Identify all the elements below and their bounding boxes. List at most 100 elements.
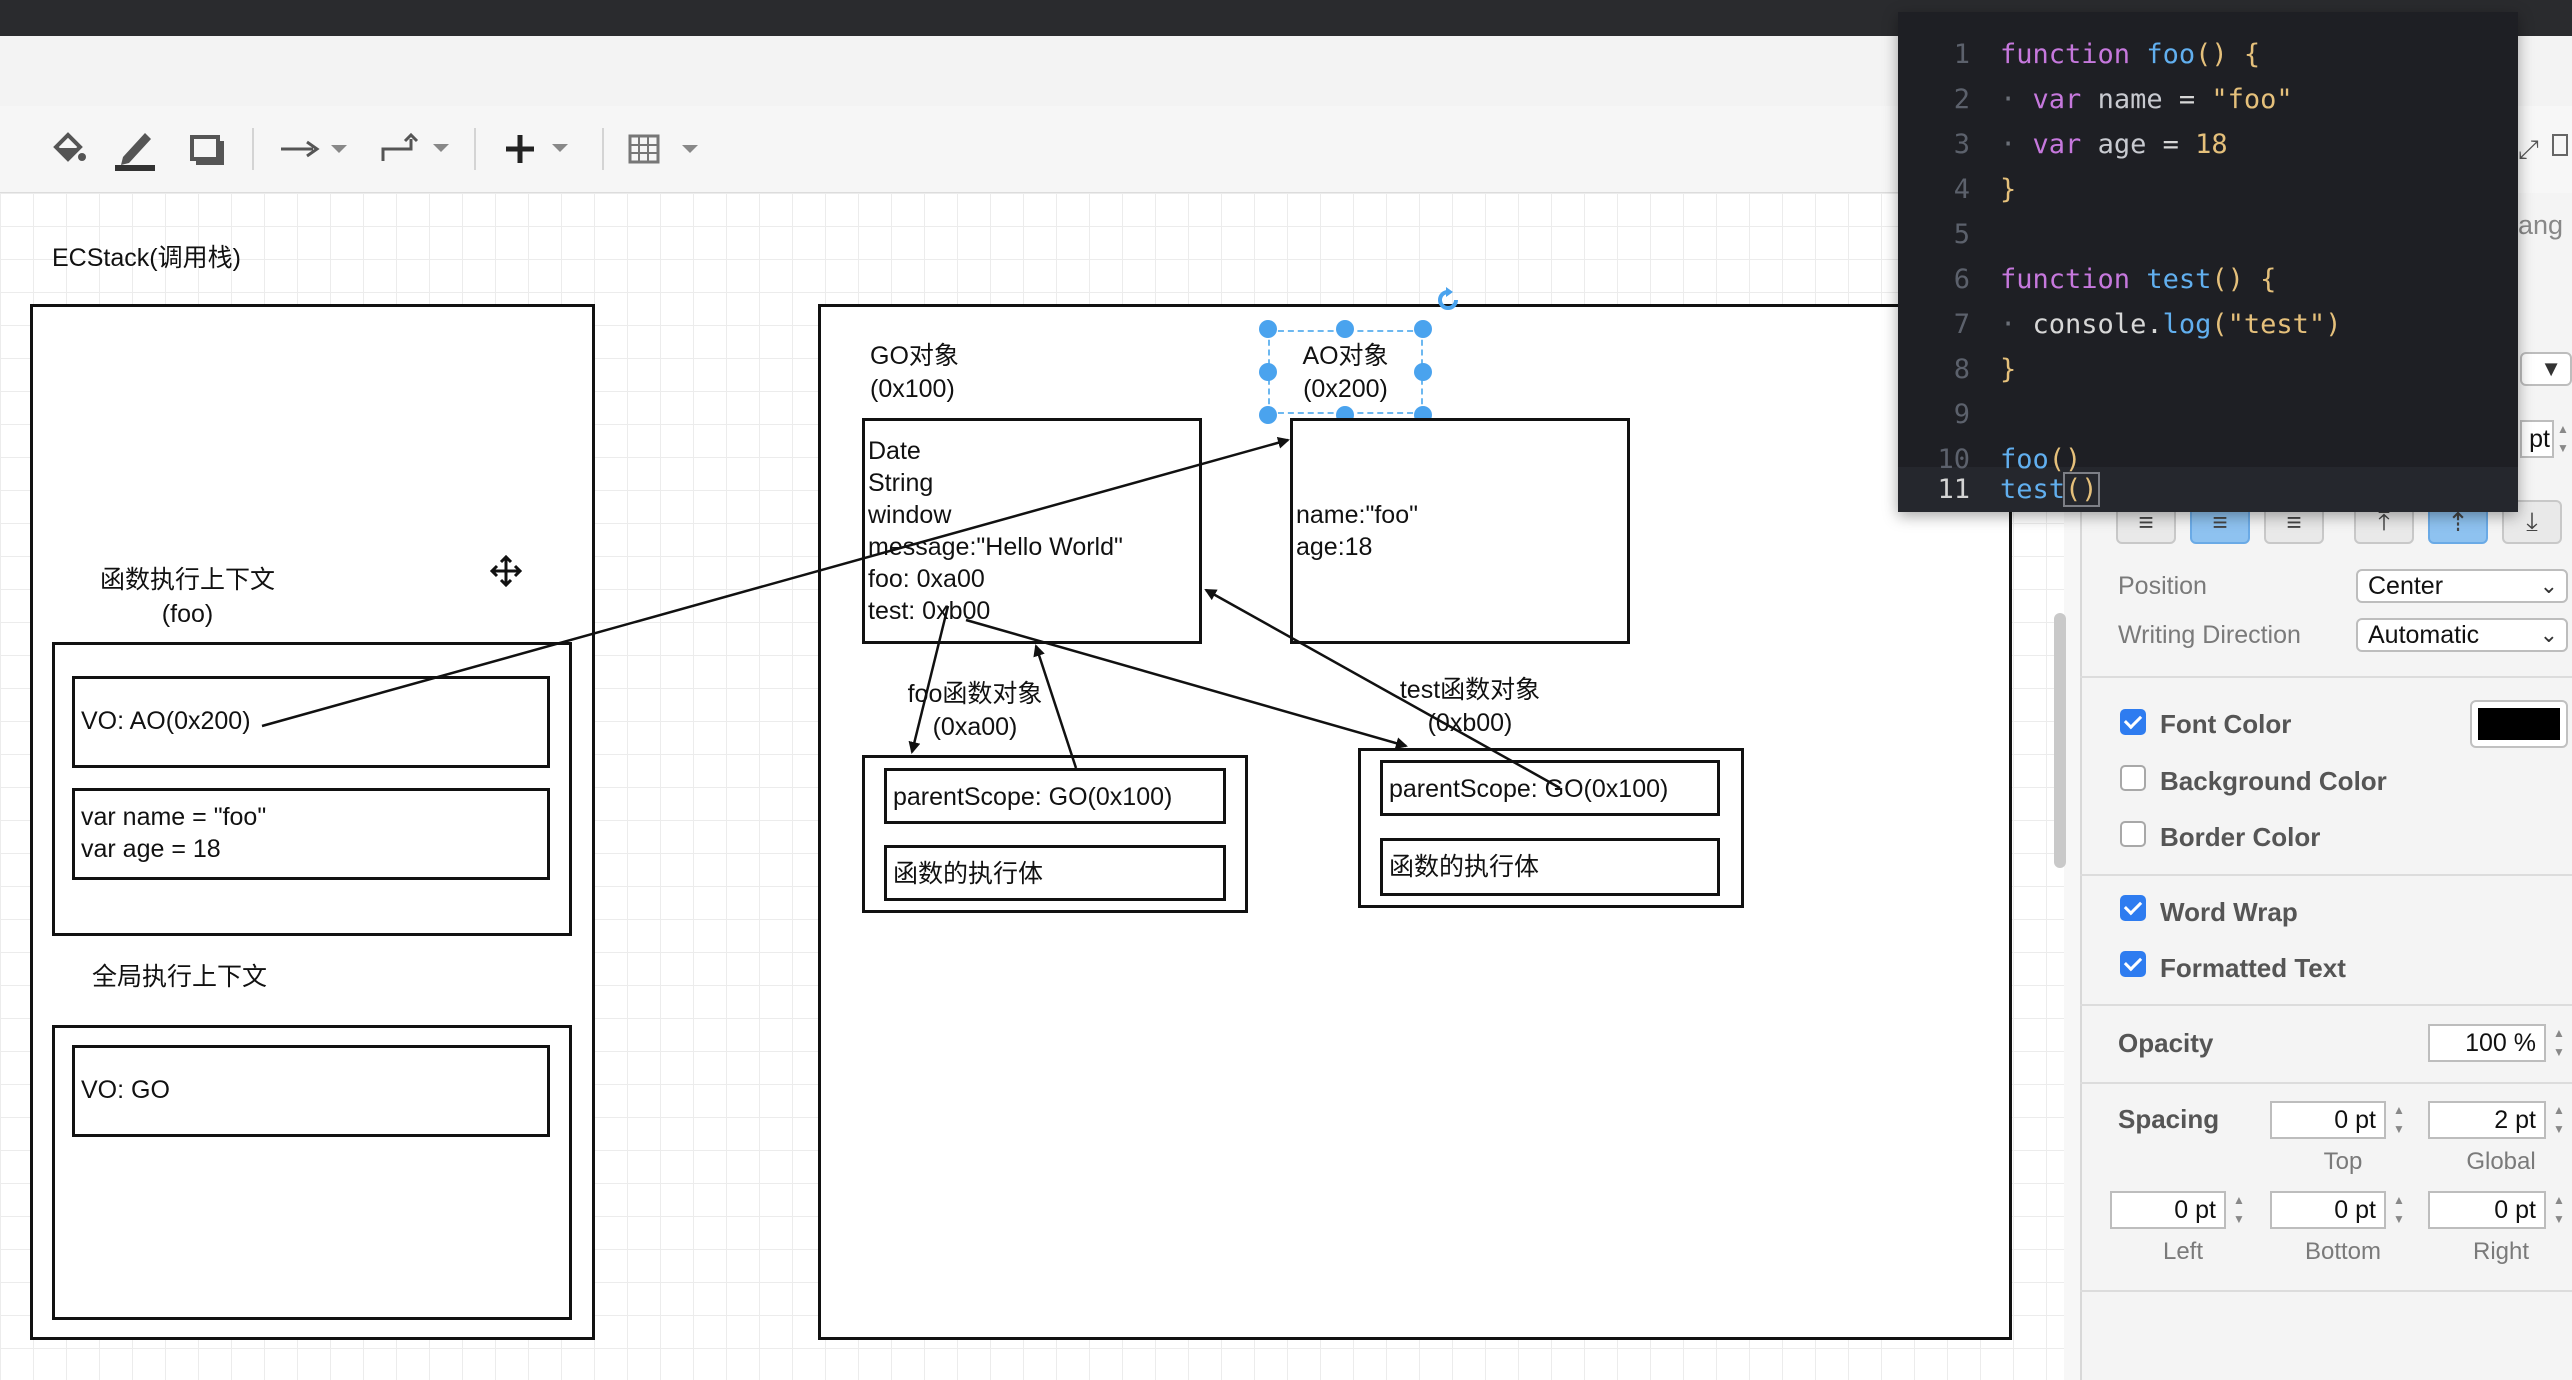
font-color-checkbox[interactable] — [2120, 709, 2146, 735]
go-member: test: 0xb00 — [868, 597, 991, 625]
spacing-bottom-input[interactable]: 0 pt — [2270, 1191, 2386, 1229]
writing-direction-select[interactable]: Automatic⌄ — [2356, 618, 2568, 652]
go-object-title-line2: (0x100) — [870, 375, 955, 403]
font-size-partial[interactable]: pt — [2520, 420, 2554, 458]
line-number: 3 — [1953, 129, 1970, 160]
line-number: 9 — [1953, 399, 1970, 430]
test-function-title[interactable]: test函数对象 (0xb00) — [1380, 674, 1560, 740]
waypoints-icon[interactable] — [378, 126, 452, 172]
spacing-right-stepper[interactable]: ▲▼ — [2553, 1193, 2565, 1226]
panel-divider — [2080, 874, 2572, 876]
ao-object-box[interactable]: name:"foo" age:18 — [1290, 418, 1630, 644]
align-bottom-button[interactable]: ⤓ — [2502, 500, 2562, 544]
spacing-top-stepper[interactable]: ▲▼ — [2393, 1103, 2405, 1136]
code-text: test() — [2000, 472, 2100, 507]
font-color-swatch-button[interactable] — [2470, 700, 2568, 748]
panel-divider — [2080, 1290, 2572, 1292]
global-context-label[interactable]: 全局执行上下文 — [92, 963, 268, 991]
foo-function-title[interactable]: foo函数对象 (0xa00) — [880, 678, 1070, 744]
opacity-label: Opacity — [2118, 1028, 2214, 1058]
test-body-box[interactable]: 函数的执行体 — [1380, 838, 1720, 896]
spacing-top-input[interactable]: 0 pt — [2270, 1101, 2386, 1139]
ao-member: age:18 — [1296, 533, 1373, 561]
foo-parent-scope-box[interactable]: parentScope: GO(0x100) — [884, 768, 1226, 824]
test-body-text: 函数的执行体 — [1389, 853, 1540, 881]
toolbar — [0, 106, 2100, 193]
line-number: 2 — [1953, 84, 1970, 115]
ecstack-title[interactable]: ECStack(调用栈) — [52, 244, 241, 272]
ao-object-title-line2: (0x200) — [1303, 375, 1388, 403]
ao-object-title[interactable]: AO对象 (0x200) — [1268, 340, 1423, 406]
opacity-input[interactable]: 100 % — [2428, 1024, 2546, 1062]
line-number: 11 — [1937, 474, 1970, 505]
line-color-icon[interactable] — [110, 126, 160, 172]
position-select-value: Center — [2368, 572, 2444, 600]
font-select-partial[interactable]: ▼ — [2520, 352, 2572, 386]
foo-vars-box[interactable]: var name = "foo" var age = 18 — [72, 788, 550, 880]
toolbar-separator — [252, 128, 254, 170]
fill-color-icon[interactable] — [46, 126, 90, 172]
canvas-scrollbar[interactable] — [2054, 613, 2066, 868]
border-color-checkbox[interactable] — [2120, 821, 2146, 847]
resize-handle[interactable] — [1259, 320, 1277, 338]
go-member: window — [868, 501, 952, 529]
position-label: Position — [2118, 572, 2207, 600]
var-age-line: var age = 18 — [81, 835, 221, 863]
fullscreen-icon[interactable]: ⤢ — [2518, 134, 2539, 164]
spacing-right-input[interactable]: 0 pt — [2428, 1191, 2546, 1229]
connection-arrow-icon[interactable] — [276, 126, 350, 172]
foo-context-label[interactable]: 函数执行上下文 (foo) — [80, 563, 295, 631]
panel-divider — [2080, 676, 2572, 678]
test-parent-scope-box[interactable]: parentScope: GO(0x100) — [1380, 760, 1720, 816]
go-object-title[interactable]: GO对象 (0x100) — [870, 340, 959, 406]
opacity-stepper[interactable]: ▲▼ — [2553, 1026, 2565, 1059]
spacing-bottom-stepper[interactable]: ▲▼ — [2393, 1193, 2405, 1226]
go-object-members: Date String window message:"Hello World"… — [868, 435, 1123, 627]
spacing-left-caption: Left — [2162, 1238, 2204, 1265]
var-name-line: var name = "foo" — [81, 803, 267, 831]
shadow-icon[interactable] — [184, 126, 228, 172]
spacing-label: Spacing — [2118, 1104, 2220, 1134]
font-color-swatch — [2478, 708, 2560, 740]
background-color-checkbox[interactable] — [2120, 765, 2146, 791]
code-text: · var age = 18 — [2000, 129, 2228, 160]
writing-direction-label: Writing Direction — [2118, 621, 2301, 649]
spacing-global-caption: Global — [2466, 1148, 2536, 1175]
foo-body-text: 函数的执行体 — [893, 860, 1044, 888]
resize-handle[interactable] — [1259, 406, 1277, 424]
toolbar-separator — [474, 128, 476, 170]
code-text: · var name = "foo" — [2000, 84, 2293, 115]
resize-handle[interactable] — [1259, 363, 1277, 381]
chevron-down-icon: ⌄ — [2539, 622, 2558, 647]
go-member: foo: 0xa00 — [868, 565, 985, 593]
vo-ao-box[interactable]: VO: AO(0x200) — [72, 676, 550, 768]
vo-ao-text: VO: AO(0x200) — [81, 707, 251, 735]
panel-toggle-icon[interactable] — [2552, 134, 2568, 156]
word-wrap-checkbox[interactable] — [2120, 895, 2146, 921]
go-object-box[interactable]: Date String window message:"Hello World"… — [862, 418, 1202, 644]
ao-object-members: name:"foo" age:18 — [1296, 499, 1418, 563]
spacing-global-stepper[interactable]: ▲▼ — [2553, 1103, 2565, 1136]
resize-handle[interactable] — [1336, 320, 1354, 338]
resize-handle[interactable] — [1414, 363, 1432, 381]
test-function-title-line1: test函数对象 — [1399, 676, 1541, 704]
resize-handle[interactable] — [1414, 320, 1432, 338]
go-member: Date — [868, 437, 921, 465]
vo-go-box[interactable]: VO: GO — [72, 1045, 550, 1137]
chevron-down-icon: ⌄ — [2539, 573, 2558, 598]
table-icon[interactable] — [626, 126, 704, 172]
insert-plus-icon[interactable] — [502, 126, 578, 172]
spacing-left-input[interactable]: 0 pt — [2110, 1191, 2226, 1229]
rotate-handle-icon[interactable] — [1434, 286, 1462, 319]
spacing-top-caption: Top — [2323, 1148, 2363, 1175]
go-member: message:"Hello World" — [868, 533, 1123, 561]
code-text: } — [2000, 174, 2017, 205]
spacing-left-stepper[interactable]: ▲▼ — [2233, 1193, 2245, 1226]
formatted-text-checkbox[interactable] — [2120, 951, 2146, 977]
panel-tab-partial[interactable]: ang — [2518, 210, 2564, 240]
font-size-stepper[interactable]: ▲▼ — [2557, 422, 2569, 455]
foo-body-box[interactable]: 函数的执行体 — [884, 845, 1226, 901]
position-select[interactable]: Center ⌄ — [2356, 569, 2568, 603]
spacing-global-input[interactable]: 2 pt — [2428, 1101, 2546, 1139]
